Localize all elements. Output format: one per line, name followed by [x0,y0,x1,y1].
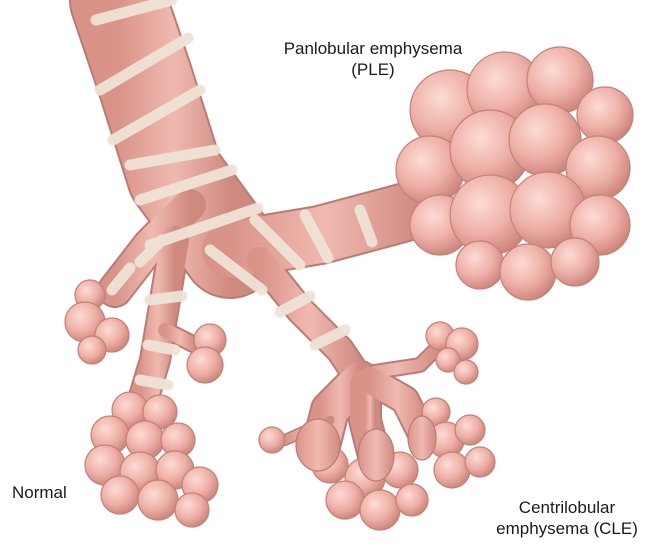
normal-label: Normal [12,482,67,503]
ple-label-line-1: Panlobular emphysema [256,38,490,59]
panlobular-emphysema-label: Panlobular emphysema (PLE) [256,38,490,80]
normal-alveoli-lower [85,392,218,527]
centrilobular-emphysema-label: Centrilobular emphysema (CLE) [470,497,664,539]
normal-alveoli-middle [187,324,226,383]
cle-label-line-2: emphysema (CLE) [470,518,664,539]
ple-alveoli-cluster [396,47,633,300]
cle-label-line-1: Centrilobular [470,497,664,518]
ple-label-line-2: (PLE) [256,59,490,80]
